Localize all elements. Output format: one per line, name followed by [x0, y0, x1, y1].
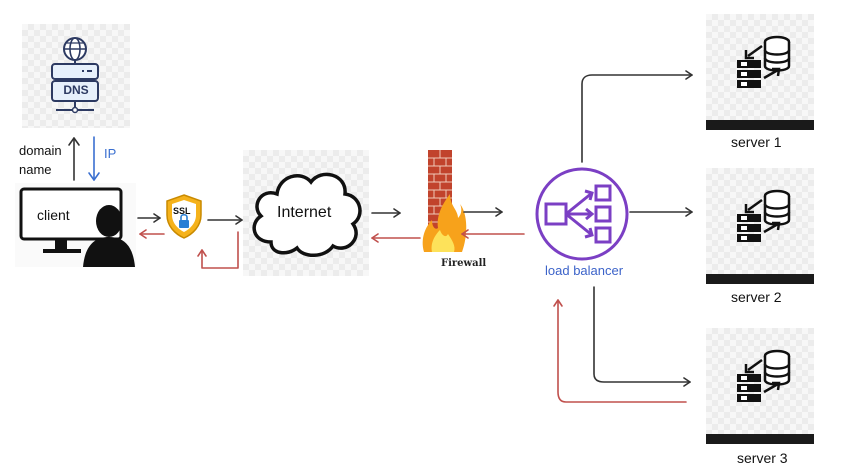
server-label: server 2 [731, 289, 782, 305]
server-node [706, 168, 814, 284]
domain-label: domain [19, 143, 62, 158]
response-loop-arrow [197, 231, 239, 269]
firewall-label: Firewall [441, 258, 487, 269]
client-label: client [37, 207, 70, 223]
ssl-label: SSL [173, 206, 191, 216]
internet-label: Internet [277, 204, 332, 221]
server-node [706, 14, 814, 130]
firewall-icon [422, 150, 467, 252]
load-balancer-label: load balancer [545, 263, 624, 278]
load-balancer-node [532, 166, 632, 266]
firewall-node: Firewall [420, 148, 486, 269]
server-label: server 3 [737, 450, 788, 466]
ip-label: IP [104, 146, 117, 161]
dns-label: DNS [63, 83, 89, 97]
server-database-icon [706, 349, 814, 444]
server-database-icon [706, 35, 814, 130]
request-arrow [371, 208, 401, 218]
name-label: name [19, 162, 52, 177]
response-arrow [553, 299, 687, 403]
request-arrow [207, 215, 243, 225]
response-arrow [371, 233, 421, 243]
request-arrow [463, 207, 503, 217]
server-label: server 1 [731, 134, 782, 150]
request-arrow [137, 213, 161, 223]
client-node: client [15, 183, 136, 267]
server-database-icon [706, 189, 814, 284]
internet-node: Internet [243, 150, 369, 276]
client-computer-icon [19, 187, 135, 267]
cloud-icon [252, 172, 362, 257]
route-arrow [629, 207, 693, 217]
response-arrow [461, 229, 525, 239]
route-arrow [593, 286, 691, 387]
route-arrow [581, 70, 693, 163]
server-node [706, 328, 814, 444]
dns-node: DNS [22, 24, 130, 128]
load-balancer-icon [535, 167, 629, 261]
dns-server-icon [51, 37, 99, 114]
dns-query-arrow [68, 137, 80, 181]
ip-response-arrow [88, 136, 100, 181]
ssl-shield-icon [166, 194, 202, 239]
response-arrow [139, 229, 165, 239]
ssl-node: SSL [164, 193, 204, 239]
